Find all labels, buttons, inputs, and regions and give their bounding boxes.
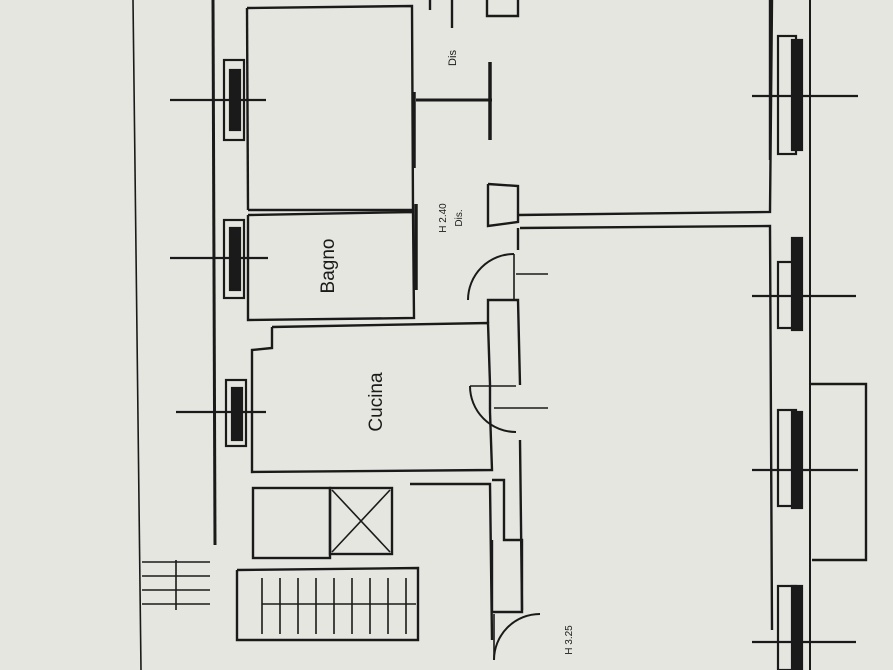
top-right-room-wall	[517, 0, 774, 217]
dis-label: Dis.	[454, 209, 465, 226]
corridor-block	[486, 182, 520, 228]
corridor-wall-left	[486, 298, 522, 386]
wall-lines	[132, 0, 868, 670]
windows-left	[170, 58, 268, 448]
door-entrance-swing	[493, 613, 541, 661]
balcony	[810, 382, 868, 562]
height-note-main: H 3.25	[564, 625, 575, 655]
windows-right	[752, 34, 858, 670]
entrance-corridor	[410, 482, 494, 641]
top-closet	[485, 0, 520, 18]
exterior-wall-left-inner	[245, 7, 250, 211]
living-room-wall	[519, 224, 774, 631]
exterior-steps	[142, 560, 210, 610]
room-label-cucina: Cucina	[366, 372, 387, 432]
stair-landing	[235, 566, 420, 642]
door-bagno-swing	[467, 253, 515, 301]
cucina-wall	[250, 321, 494, 474]
bagno-wall	[246, 210, 416, 322]
lift-cross-2	[331, 489, 391, 553]
dis-label-top: Dis	[447, 50, 459, 66]
stair-treads	[261, 578, 416, 634]
service-room	[251, 486, 332, 560]
exterior-wall-left	[211, 0, 217, 546]
property-boundary-left	[132, 0, 142, 670]
door-cucina-swing	[469, 385, 517, 433]
room-label-bagno: Bagno	[318, 239, 339, 294]
height-note-corridor: H 2.40	[438, 203, 449, 233]
